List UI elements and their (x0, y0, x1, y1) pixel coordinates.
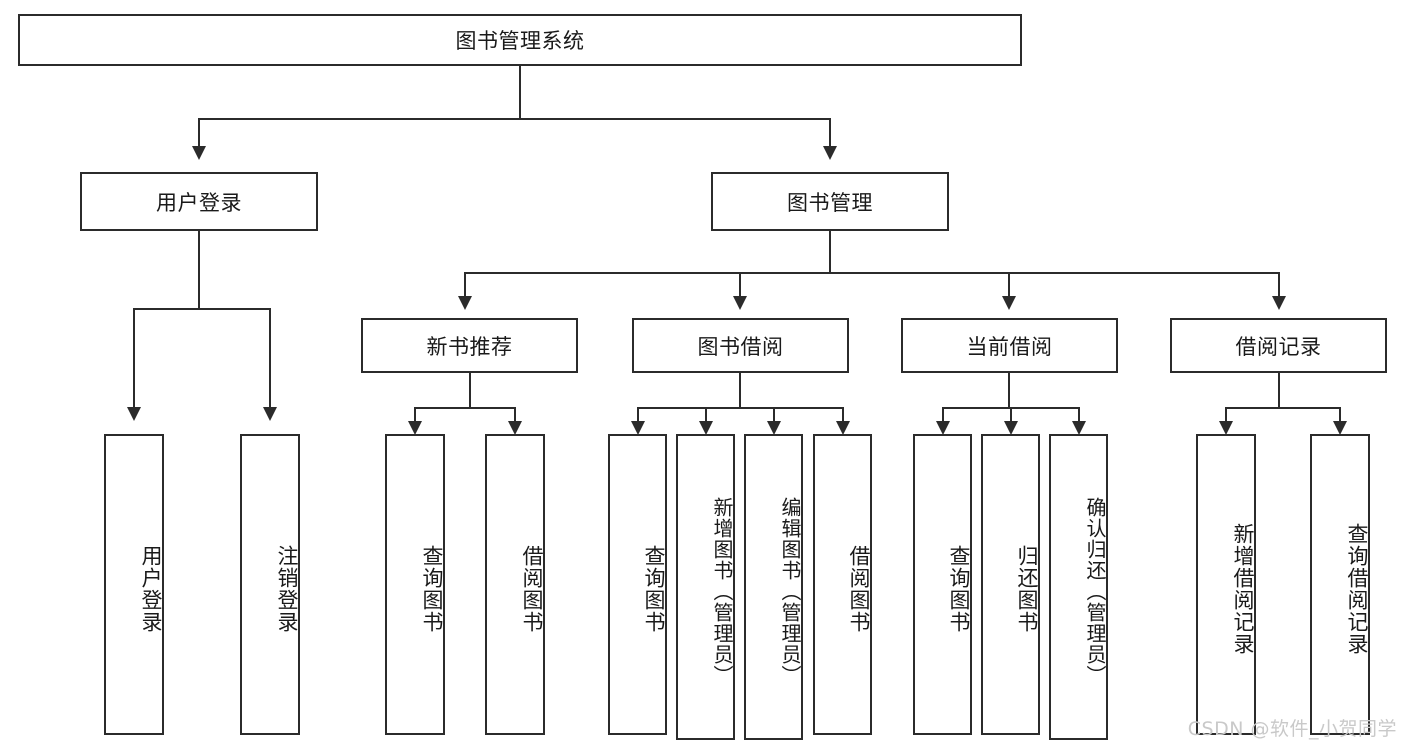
connector-level3-bus (464, 272, 1279, 274)
connector-new-book-recommend-bus (414, 407, 516, 409)
node-book-management[interactable]: 图书管理 (711, 172, 949, 231)
connector-to-book-management (829, 118, 831, 146)
arrowhead-user-login (192, 146, 206, 160)
arrowhead-bb-child-1 (631, 421, 645, 435)
arrowhead-current-borrow (1002, 296, 1016, 310)
arrowhead-bb-child-2 (699, 421, 713, 435)
connector-to-new-book-recommend (464, 272, 466, 296)
connector-br-child-1 (1225, 407, 1227, 421)
leaf-bb-add-book-admin[interactable]: 新增图书（管理员） (676, 434, 735, 740)
node-label: 图书管理 (787, 190, 873, 215)
node-label: 查询图书 (642, 544, 666, 633)
node-label: 图书借阅 (697, 334, 784, 359)
arrowhead-user-login-child-2 (263, 407, 277, 421)
node-label: 借阅图书 (520, 544, 544, 633)
connector-borrow-record-bus (1225, 407, 1340, 409)
node-label: 用户登录 (139, 544, 163, 633)
arrowhead-nbr-child-2 (508, 421, 522, 435)
node-new-book-recommend[interactable]: 新书推荐 (361, 318, 578, 373)
connector-book-management-stem (829, 231, 831, 272)
arrowhead-new-book-recommend (458, 296, 472, 310)
node-label: 注销登录 (275, 544, 299, 633)
node-label: 用户登录 (156, 190, 242, 215)
connector-bb-child-4 (842, 407, 844, 421)
connector-nbr-child-1 (414, 407, 416, 421)
connector-to-book-borrow (739, 272, 741, 296)
node-label: 借阅图书 (847, 544, 871, 633)
leaf-user-login-query[interactable]: 用户登录 (104, 434, 164, 735)
connector-user-login-child-1 (133, 308, 135, 407)
leaf-user-logout[interactable]: 注销登录 (240, 434, 300, 735)
connector-level2-bus (198, 118, 831, 120)
leaf-cb-query-book[interactable]: 查询图书 (913, 434, 972, 735)
arrowhead-bb-child-4 (836, 421, 850, 435)
arrowhead-borrow-record (1272, 296, 1286, 310)
leaf-nbr-borrow-book[interactable]: 借阅图书 (485, 434, 545, 735)
connector-br-child-2 (1339, 407, 1341, 421)
node-root-book-management-system[interactable]: 图书管理系统 (18, 14, 1022, 66)
arrowhead-user-login-child-1 (127, 407, 141, 421)
connector-bb-child-2 (705, 407, 707, 421)
connector-to-user-login (198, 118, 200, 146)
leaf-cb-confirm-return-admin[interactable]: 确认归还（管理员） (1049, 434, 1108, 740)
node-label: 归还图书 (1015, 544, 1039, 633)
node-label: 当前借阅 (966, 334, 1053, 359)
node-label: 查询图书 (420, 544, 444, 633)
node-label: 新增借阅记录 (1231, 522, 1255, 655)
node-label: 借阅记录 (1235, 334, 1322, 359)
connector-user-login-stem (198, 231, 200, 308)
connector-borrow-record-stem (1278, 373, 1280, 407)
node-label: 编辑图书（管理员） (778, 496, 802, 686)
leaf-cb-return-book[interactable]: 归还图书 (981, 434, 1040, 735)
node-user-login[interactable]: 用户登录 (80, 172, 318, 231)
connector-user-login-child-2 (269, 308, 271, 407)
arrowhead-cb-child-1 (936, 421, 950, 435)
arrowhead-cb-child-2 (1004, 421, 1018, 435)
node-label: 新书推荐 (426, 334, 513, 359)
arrowhead-br-child-2 (1333, 421, 1347, 435)
connector-book-borrow-bus (637, 407, 844, 409)
leaf-bb-query-book[interactable]: 查询图书 (608, 434, 667, 735)
node-label: 新增图书（管理员） (710, 496, 734, 686)
arrowhead-nbr-child-1 (408, 421, 422, 435)
connector-new-book-recommend-stem (469, 373, 471, 407)
connector-root-stem (519, 66, 521, 118)
node-label: 确认归还（管理员） (1083, 496, 1107, 686)
connector-bb-child-3 (773, 407, 775, 421)
connector-bb-child-1 (637, 407, 639, 421)
node-label: 查询借阅记录 (1345, 522, 1369, 655)
leaf-bb-borrow-book[interactable]: 借阅图书 (813, 434, 872, 735)
node-current-borrow[interactable]: 当前借阅 (901, 318, 1118, 373)
node-label: 查询图书 (947, 544, 971, 633)
connector-to-current-borrow (1008, 272, 1010, 296)
connector-book-borrow-stem (739, 373, 741, 407)
connector-current-borrow-stem (1008, 373, 1010, 407)
connector-cb-child-3 (1078, 407, 1080, 421)
leaf-br-add-record[interactable]: 新增借阅记录 (1196, 434, 1256, 735)
node-book-borrow[interactable]: 图书借阅 (632, 318, 849, 373)
node-label: 图书管理系统 (455, 29, 585, 53)
watermark: CSDN @软件_小贺同学 (1187, 718, 1397, 740)
arrowhead-bb-child-3 (767, 421, 781, 435)
arrowhead-book-management (823, 146, 837, 160)
node-borrow-record[interactable]: 借阅记录 (1170, 318, 1387, 373)
connector-to-borrow-record (1278, 272, 1280, 296)
connector-cb-child-1 (942, 407, 944, 421)
leaf-nbr-query-book[interactable]: 查询图书 (385, 434, 445, 735)
connector-cb-child-2 (1010, 407, 1012, 421)
arrowhead-cb-child-3 (1072, 421, 1086, 435)
leaf-bb-edit-book-admin[interactable]: 编辑图书（管理员） (744, 434, 803, 740)
connector-user-login-bus (133, 308, 270, 310)
leaf-br-query-record[interactable]: 查询借阅记录 (1310, 434, 1370, 735)
connector-nbr-child-2 (514, 407, 516, 421)
arrowhead-book-borrow (733, 296, 747, 310)
arrowhead-br-child-1 (1219, 421, 1233, 435)
